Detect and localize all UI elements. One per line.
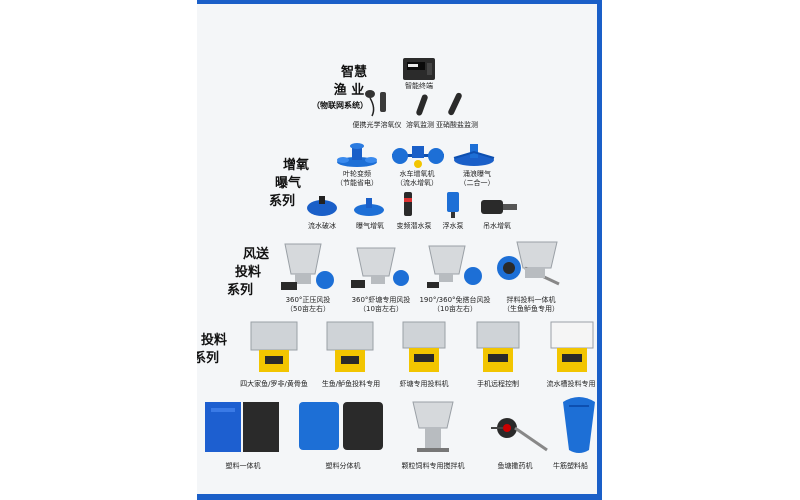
wind-caption-1: 360°正压风投 （50亩左右） (273, 296, 343, 314)
wind-caption-4: 拌料投料一体机 （生鱼鲈鱼专用） (495, 296, 567, 314)
smart-caption-2: 溶氧监测 (406, 121, 434, 129)
aeration-disc-image (354, 198, 384, 216)
smart-caption-3: 亚硝酸盐监测 (436, 121, 478, 129)
feeding-caption-5: 流水槽投料专用 (546, 380, 596, 388)
caption-line: 拌料投料一体机 (506, 296, 556, 304)
feeding-caption-4: 手机远程控制 (477, 380, 519, 388)
bottom-caption-2: 塑料分体机 (325, 462, 361, 470)
caption-line: （流水增氧） (396, 179, 438, 187)
smart-title-line2: 渔 业 (333, 83, 365, 98)
bottom-accent-bar (197, 494, 602, 500)
caption-line: 360°虾塘专用风投 (351, 296, 411, 304)
plastic-boat-image (563, 397, 595, 453)
pond-sprayer-image (491, 418, 548, 452)
smart-title-sub: （物联网系统） (312, 101, 368, 110)
caption-line: 叶轮变频 (343, 170, 371, 178)
feeder-image-3 (402, 321, 446, 372)
caption-line: 360°正压风投 (285, 296, 331, 304)
surge-aerator-image (453, 144, 495, 166)
smart-terminal-caption: 智能终端 (405, 82, 433, 90)
caption-line: （10亩左右） (433, 305, 477, 313)
wind-title-line2: 投料 (235, 265, 262, 280)
floating-pump-image (447, 192, 459, 218)
caption-line: （10亩左右） (359, 305, 403, 313)
ice-breaker-image (307, 196, 337, 216)
mixer-feeder-image (497, 241, 560, 286)
feeder-image-2 (326, 321, 374, 372)
aeration-title-line3: 系列 (269, 194, 296, 209)
plastic-split-image (299, 402, 383, 450)
aeration-row2-caption-5: 吊水增氧 (483, 222, 511, 230)
side-accent-strip (597, 4, 602, 494)
plastic-all-in-one-image (205, 402, 279, 452)
smart-caption-1: 便携光学溶氧仪 (352, 121, 402, 129)
caption-line: （50亩左右） (286, 305, 330, 313)
smart-probe-image-1 (365, 90, 386, 117)
top-accent-bar (197, 0, 602, 4)
wind-feeder-image-2 (351, 247, 409, 288)
aeration-row2-caption-4: 浮水泵 (442, 222, 464, 230)
bottom-caption-3: 颗粒饲料专用搅拌机 (401, 462, 465, 470)
bottom-caption-1: 塑料一体机 (225, 462, 261, 470)
feeder-image-4 (476, 321, 520, 372)
feeding-caption-3: 虾塘专用投料机 (399, 380, 449, 388)
aeration-row1-caption-1: 叶轮变频 （节能省电） (327, 170, 387, 188)
caption-line: （二合一） (459, 179, 495, 187)
caption-line: （生鱼鲈鱼专用） (503, 305, 559, 313)
wind-feeding-heading: 风送 投料 系列 (225, 246, 271, 300)
feeding-title-line2: 系列 (197, 351, 220, 366)
wind-title-line3: 系列 (227, 283, 254, 298)
smart-terminal-image (403, 58, 435, 80)
hanging-aerator-image (481, 200, 517, 214)
caption-line: 水车增氧机 (399, 170, 435, 178)
wind-caption-2: 360°虾塘专用风投 （10亩左右） (345, 296, 417, 314)
aeration-title-line1: 增氧 (283, 158, 310, 173)
feeding-heading: 投料 系列 (197, 332, 237, 368)
feeding-caption-1: 四大家鱼/罗非/黄骨鱼 (240, 380, 308, 388)
aeration-heading: 增氧 曝气 系列 (265, 157, 309, 211)
smart-probe-image-2 (416, 94, 428, 116)
aeration-row2-caption-2: 曝气增氧 (356, 222, 384, 230)
feeding-title-line1: 投料 (201, 333, 228, 348)
wind-feeder-image-1 (281, 243, 334, 290)
wind-feeder-image-3 (427, 245, 482, 288)
smart-probe-image-3 (448, 92, 462, 116)
product-poster: 智慧 渔 业 （物联网系统） 智能终端 便携光学溶氧仪 溶氧监测 亚硝酸盐监测 … (197, 0, 602, 500)
aeration-row2-caption-1: 流水破冰 (308, 222, 336, 230)
feeding-caption-2: 生鱼/鲈鱼投料专用 (321, 380, 381, 388)
wind-title-line1: 风送 (243, 247, 270, 262)
bottom-caption-4: 鱼塘撒药机 (497, 462, 533, 470)
bottom-caption-5: 牛筋塑料船 (553, 462, 588, 470)
feeder-image-5 (550, 321, 594, 372)
paddlewheel-aerator-image (392, 146, 444, 168)
caption-line: （节能省电） (336, 179, 378, 187)
aeration-row1-caption-2: 水车增氧机 （流水增氧） (387, 170, 447, 188)
smart-title-line1: 智慧 (340, 65, 367, 80)
caption-line: 涌浪曝气 (463, 170, 491, 178)
caption-line: 190°/360°免搭台风投 (419, 296, 491, 304)
wind-caption-3: 190°/360°免搭台风投 （10亩左右） (415, 296, 495, 314)
impeller-aerator-image (337, 143, 377, 167)
pellet-mixer-image (412, 401, 454, 452)
aeration-row1-caption-3: 涌浪曝气 （二合一） (447, 170, 507, 188)
aeration-row2-caption-3: 变频潜水泵 (396, 222, 432, 230)
aeration-title-line2: 曝气 (275, 176, 302, 191)
feeder-image-1 (250, 321, 298, 372)
submersible-pump-image (404, 192, 412, 216)
smart-fishery-heading: 智慧 渔 业 （物联网系统） (305, 64, 375, 112)
